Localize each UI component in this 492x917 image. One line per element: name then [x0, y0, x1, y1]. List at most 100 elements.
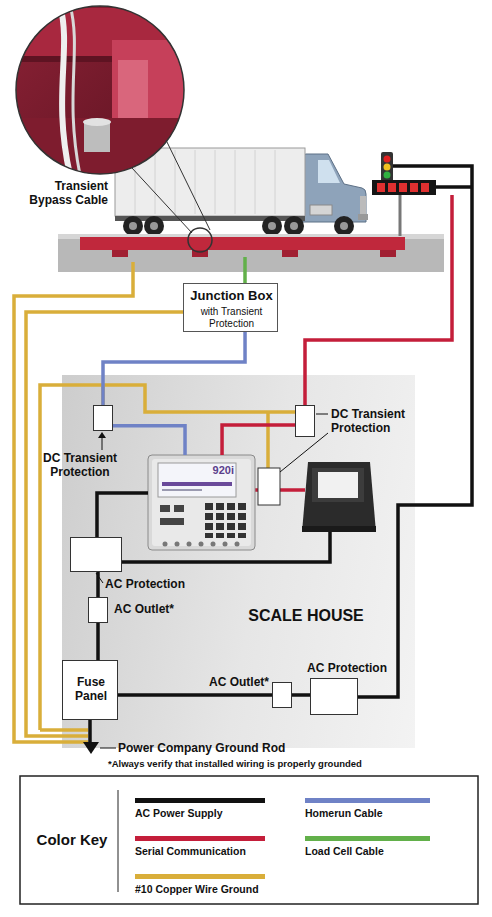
truck-illustration — [358, 214, 368, 220]
truck-illustration — [150, 222, 158, 230]
traffic-light-and-display — [421, 183, 429, 192]
indicator-illustration — [162, 489, 202, 491]
serial-wire — [305, 195, 452, 405]
indicator-illustration — [160, 518, 184, 525]
indicator-illustration — [238, 503, 246, 510]
traffic-light-and-display — [384, 172, 391, 179]
ground-wire — [26, 312, 183, 736]
legend-frame — [20, 776, 478, 904]
truck-illustration — [334, 216, 354, 236]
node-label: Junction Box — [184, 289, 279, 304]
indicator-illustration — [158, 463, 236, 497]
power-wire — [436, 185, 472, 189]
legend-swatch — [135, 836, 265, 841]
truck-scale — [112, 250, 128, 257]
wire-connector — [103, 332, 245, 405]
indicator-illustration — [227, 533, 235, 538]
callout-label: Power Company Ground Rod — [118, 742, 285, 756]
leader-line — [100, 748, 116, 749]
wire-connector — [96, 572, 100, 597]
truck-illustration — [155, 150, 156, 214]
truck-illustration — [135, 150, 136, 214]
leader-line — [280, 433, 328, 472]
node-label: AC Protection — [307, 662, 407, 676]
scale-house-area: SCALE HOUSEDC Transient ProtectionDC Tra… — [62, 375, 415, 748]
truck-illustration — [129, 222, 137, 230]
node-label: with Transient Protection — [184, 306, 279, 329]
ac-outlet: AC Outlet* — [88, 597, 108, 623]
truck-scale — [192, 250, 208, 257]
traffic-light-and-display — [384, 164, 391, 171]
traffic-light-and-display — [372, 152, 436, 236]
truck-scale — [58, 234, 444, 272]
truck-illustration — [310, 205, 332, 215]
load-cell-cable — [245, 257, 246, 283]
indicator-illustration — [238, 513, 246, 520]
truck-illustration — [360, 196, 366, 214]
printer-illustration — [312, 468, 364, 502]
ground-wire — [40, 385, 295, 730]
indicator-illustration — [148, 455, 255, 550]
arrow-head — [98, 432, 106, 438]
junction-box: Junction Box with Transient Protection — [183, 283, 278, 332]
ground-wire — [40, 728, 88, 732]
note: *Always verify that installed wiring is … — [108, 759, 362, 770]
printer-illustration — [302, 462, 376, 532]
legend-swatch — [305, 798, 430, 803]
truck-illustration — [195, 150, 196, 214]
magnified-photo — [20, 118, 190, 180]
ground-wire — [14, 262, 133, 742]
wire-connector — [118, 693, 272, 697]
legend-frame — [118, 790, 119, 892]
indicator-illustration — [163, 542, 168, 547]
wire-connector — [97, 493, 148, 537]
indicator-illustration — [235, 542, 240, 547]
leader-line — [96, 414, 328, 748]
truck-illustration — [115, 148, 305, 216]
node-label: AC Protection — [105, 578, 205, 592]
truck-illustration — [302, 154, 366, 222]
truck-illustration — [284, 216, 304, 236]
serial-wire — [255, 488, 258, 492]
truck-illustration — [268, 222, 276, 230]
truck-illustration — [144, 216, 164, 236]
indicator-illustration — [152, 459, 251, 546]
magnified-photo — [10, 0, 190, 180]
indicator-illustration — [187, 542, 192, 547]
indicator-illustration — [205, 523, 213, 530]
indicator-illustration — [205, 503, 213, 510]
traffic-light-and-display — [377, 183, 385, 192]
magnified-photo — [118, 60, 148, 130]
legend-label: Serial Communication — [135, 845, 246, 857]
truck-illustration — [255, 150, 256, 214]
transient-protector: DC Transient Protection — [93, 405, 113, 431]
printer-illustration — [302, 462, 376, 532]
indicator-illustration — [205, 533, 213, 538]
indicator-illustration — [216, 513, 224, 520]
legend-swatch — [135, 874, 265, 879]
power-wire — [122, 532, 330, 562]
magnified-photo — [70, 5, 80, 175]
indicator-illustration — [216, 533, 224, 538]
node-label: DC Transient Protection — [37, 452, 123, 480]
truck-scale — [80, 237, 405, 250]
truck-scale — [58, 228, 444, 272]
serial-wire — [255, 195, 452, 490]
magnified-photo — [166, 140, 210, 230]
indicator-illustration — [205, 513, 213, 520]
indicator-illustration — [148, 455, 255, 550]
legend-label: Homerun Cable — [305, 807, 383, 819]
transient-protector-box — [258, 468, 280, 505]
traffic-light-and-display — [372, 180, 436, 195]
truck-illustration — [340, 222, 348, 230]
truck-scale — [282, 250, 298, 257]
ac-protector: AC Protection — [70, 537, 122, 572]
magnified-photo — [60, 5, 70, 175]
legend-label: Load Cell Cable — [305, 845, 384, 857]
truck-scale — [380, 250, 396, 257]
ac-protector: AC Protection — [310, 678, 358, 715]
indicator-illustration — [227, 523, 235, 530]
indicator-illustration — [175, 542, 180, 547]
printer-illustration — [318, 472, 358, 498]
legend-swatch — [135, 798, 265, 803]
